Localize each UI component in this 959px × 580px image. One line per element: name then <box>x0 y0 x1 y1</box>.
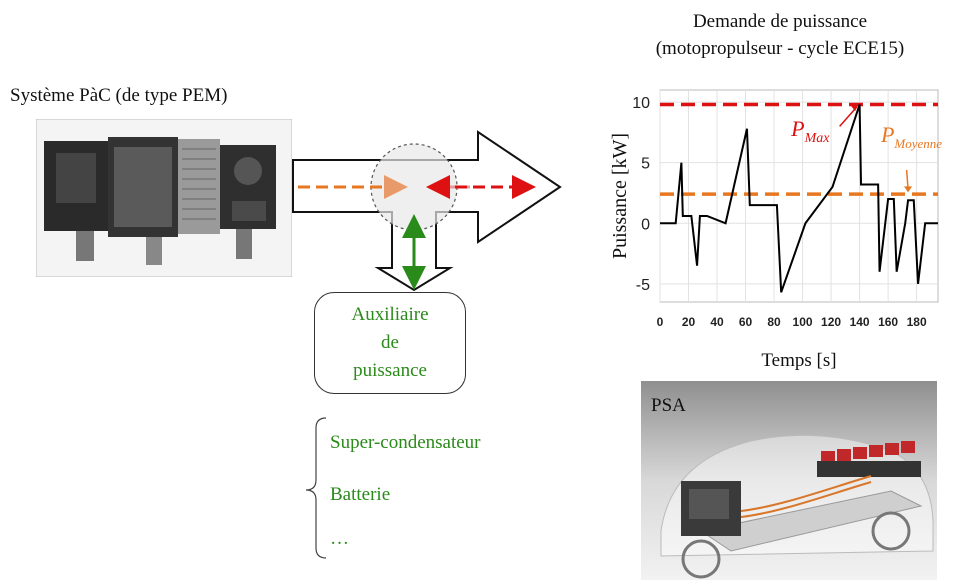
power-node-circle <box>370 143 458 231</box>
x-tick-label: 160 <box>878 315 898 329</box>
p-max-label: PMax <box>790 116 830 146</box>
p-moyenne-label: PMoyenne <box>880 122 942 151</box>
auxiliary-power-box: Auxiliaire de puissance <box>314 292 466 394</box>
y-tick-label: 5 <box>641 156 650 173</box>
x-tick-label: 180 <box>907 315 927 329</box>
x-tick-label: 20 <box>682 315 696 329</box>
x-tick-label: 140 <box>850 315 870 329</box>
chart-series <box>660 104 938 293</box>
p-moyenne-pointer <box>905 169 909 190</box>
x-tick-label: 40 <box>710 315 724 329</box>
chart-title-line2: (motopropulseur - cycle ECE15) <box>655 38 905 59</box>
storage-option-battery: Batterie <box>330 484 391 505</box>
x-tick-label: 120 <box>821 315 841 329</box>
aux-label-line3: puissance <box>353 360 427 381</box>
psa-vehicle-image: PSA <box>641 381 937 580</box>
p-max-pointer-head <box>851 105 859 112</box>
psa-label: PSA <box>651 395 686 416</box>
x-tick-label: 100 <box>793 315 813 329</box>
plot-area <box>659 89 939 303</box>
reference-lines <box>660 102 938 196</box>
x-tick-label: 60 <box>739 315 753 329</box>
chart-grid <box>659 89 939 303</box>
y-tick-label: -5 <box>636 277 650 294</box>
p-max-pointer <box>839 106 858 127</box>
fuel-cell-photo <box>36 119 292 277</box>
chart-title-line1: Demande de puissance <box>692 11 868 32</box>
power-demand-series <box>660 104 938 293</box>
y-tick-label: 10 <box>632 95 650 112</box>
x-tick-label: 0 <box>657 315 664 329</box>
aux-label-line2: de <box>381 332 399 353</box>
storage-option-supercap: Super-condensateur <box>330 432 481 453</box>
p-moyenne-pointer-head <box>904 186 913 193</box>
x-tick-label: 80 <box>767 315 781 329</box>
x-axis-label: Temps [s] <box>761 350 836 371</box>
y-tick-label: 0 <box>641 216 650 233</box>
chart-title: Demande de puissance (motopropulseur - c… <box>600 8 959 62</box>
storage-bracket <box>305 417 327 559</box>
aux-label-line1: Auxiliaire <box>351 304 429 325</box>
storage-option-more: … <box>330 528 349 549</box>
fuel-cell-system-label: Système PàC (de type PEM) <box>10 85 228 106</box>
y-axis-label: Puissance [kW] <box>609 133 631 259</box>
chart-annotations: PMax PMoyenne <box>790 105 942 193</box>
